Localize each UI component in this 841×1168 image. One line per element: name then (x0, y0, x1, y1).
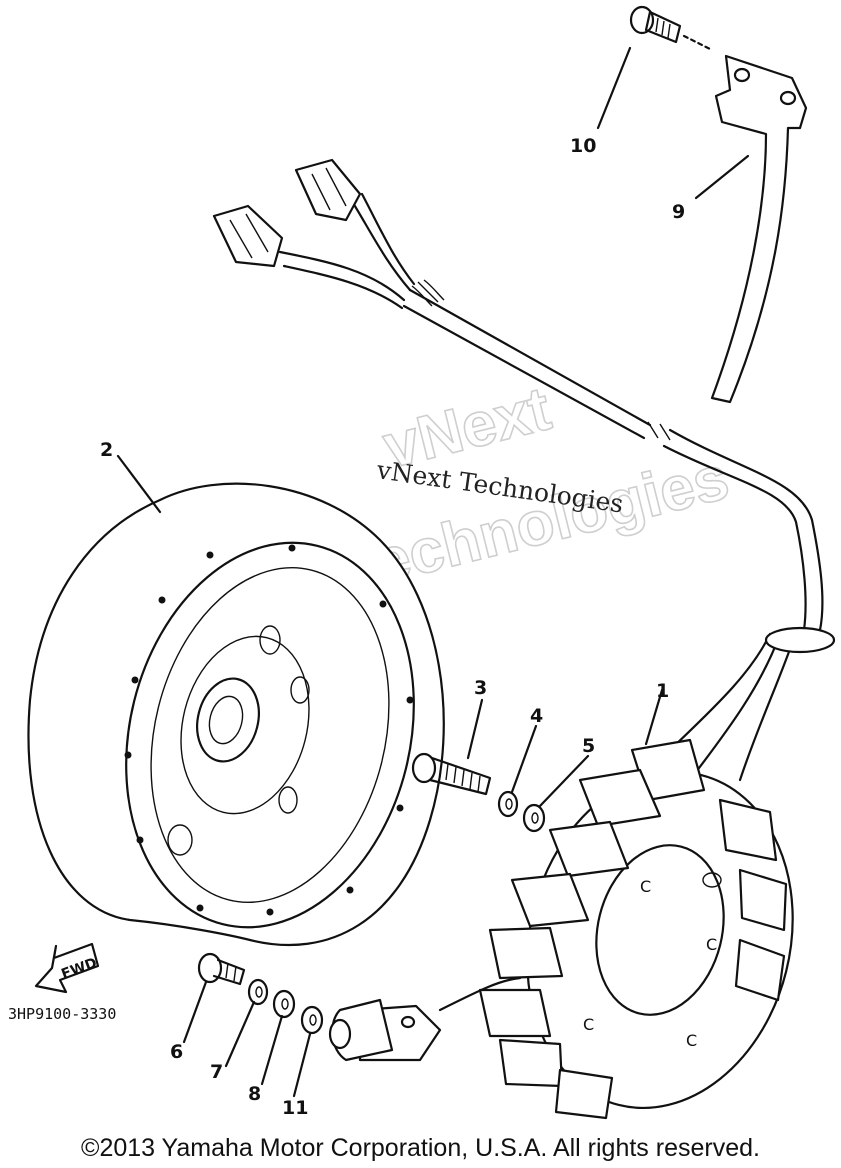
copyright-notice: ©2013 Yamaha Motor Corporation, U.S.A. A… (81, 1134, 760, 1162)
callout-5: 5 (582, 735, 595, 757)
fwd-arrow-icon: FWD (34, 942, 99, 994)
screw-part-6 (197, 952, 246, 986)
callout-11: 11 (282, 1097, 308, 1119)
stator-coil-part-1: C C C C (478, 626, 836, 1120)
washer-part-4 (497, 790, 519, 818)
coil-mark-c: C (583, 1015, 594, 1034)
pickup-coil-bracket (328, 976, 522, 1062)
bolt-part-10 (629, 5, 714, 52)
coil-mark-c: C (686, 1031, 697, 1050)
coil-mark-c: C (706, 935, 717, 954)
callout-9: 9 (672, 201, 685, 223)
callout-7: 7 (210, 1061, 223, 1083)
callout-8: 8 (248, 1083, 261, 1105)
diagram-part-number: 3HP9100-3330 (8, 1005, 116, 1023)
washer-part-8 (272, 989, 296, 1019)
callout-3: 3 (474, 677, 487, 699)
wire-harness (212, 158, 824, 632)
callout-1: 1 (656, 680, 669, 702)
cable-bracket-part-9 (710, 54, 808, 404)
washer-part-5 (522, 803, 546, 833)
callout-2: 2 (100, 439, 113, 461)
washer-part-7 (247, 978, 269, 1006)
flywheel-rotor-part-2 (27, 482, 445, 947)
callout-4: 4 (530, 705, 543, 727)
washer-part-11 (300, 1005, 324, 1035)
callout-6: 6 (170, 1041, 183, 1063)
callout-10: 10 (570, 135, 596, 157)
callout-numbers: 1 2 3 4 5 6 7 8 9 10 11 (100, 135, 685, 1119)
coil-mark-c: C (640, 877, 651, 896)
bolt-part-3 (411, 752, 492, 796)
leader-lines (116, 46, 750, 1098)
